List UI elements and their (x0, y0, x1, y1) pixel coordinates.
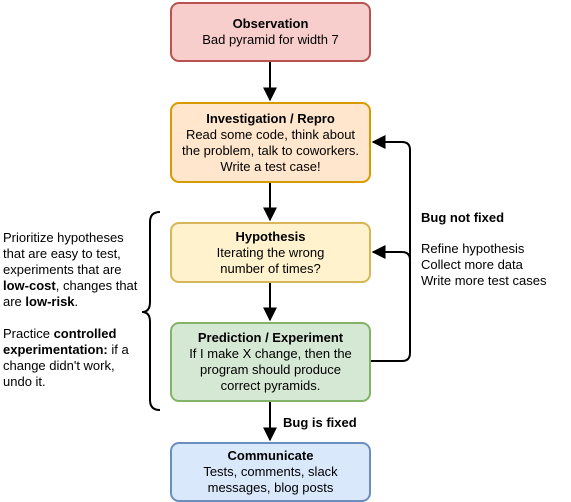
side-note-priorities: Prioritize hypotheses that are easy to t… (3, 230, 143, 310)
side-note-emphasis: controlled experimentation: (3, 326, 117, 357)
observation-text: Bad pyramid for width 7 (202, 32, 339, 47)
communicate-box: Communicate Tests, comments, slack messa… (170, 442, 371, 502)
side-note-emphasis: low-cost (3, 278, 56, 293)
communicate-text-line: messages, blog posts (207, 480, 334, 495)
side-note-brace (141, 211, 161, 411)
hypothesis-text-line: Iterating the wrong (216, 244, 325, 260)
side-note-emphasis: low-risk (25, 294, 75, 309)
side-note-text: . (74, 294, 79, 309)
bug-not-fixed-label: Bug not fixed (421, 210, 505, 225)
side-note-text: if a change didn't work, undo it. (3, 342, 129, 389)
refine-action-item: Refine hypothesis (421, 241, 525, 256)
prediction-title: Prediction / Experiment (197, 330, 344, 345)
investigation-text-line: Read some code, think about (185, 126, 356, 142)
loop-arrow-to-investigation (371, 135, 411, 262)
communicate-title: Communicate (227, 448, 314, 463)
investigation-text-line: Write a test case! (220, 158, 321, 174)
investigation-box: Investigation / Repro Read some code, th… (170, 102, 371, 183)
observation-title: Observation (232, 16, 309, 31)
prediction-text-line: program should produce (200, 362, 341, 377)
hypothesis-title: Hypothesis (235, 228, 306, 244)
side-note-text: Practice (3, 326, 54, 341)
side-note: Prioritize hypotheses that are easy to t… (3, 230, 143, 390)
refine-action-item: Write more test cases (421, 273, 547, 288)
bug-is-fixed-label: Bug is fixed (283, 415, 357, 430)
hypothesis-box: Hypothesis Iterating the wrong number of… (170, 222, 371, 283)
refine-actions-list: Refine hypothesis Collect more data Writ… (421, 241, 546, 289)
side-note-text: Prioritize hypotheses that are easy to t… (3, 230, 124, 277)
prediction-box: Prediction / Experiment If I make X chan… (170, 322, 371, 402)
investigation-text-line: the problem, talk to coworkers. (181, 142, 360, 158)
refine-action-item: Collect more data (421, 257, 523, 272)
side-note-practice: Practice controlled experimentation: if … (3, 326, 143, 390)
communicate-text-line: Tests, comments, slack (203, 464, 338, 479)
prediction-text-line: If I make X change, then the (189, 346, 352, 361)
hypothesis-text-line: number of times? (220, 260, 321, 276)
loop-arrow-to-hypothesis (371, 245, 411, 362)
prediction-text-line: correct pyramids. (220, 378, 321, 393)
investigation-title: Investigation / Repro (206, 110, 335, 126)
side-note-text: , changes that are (3, 278, 138, 309)
observation-box: Observation Bad pyramid for width 7 (170, 2, 371, 62)
